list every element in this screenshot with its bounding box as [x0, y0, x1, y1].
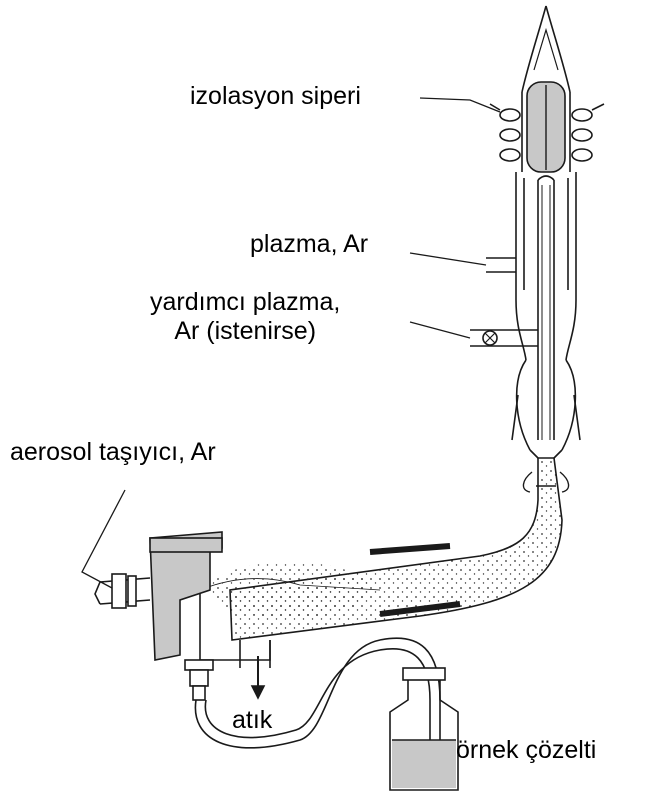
load-coil — [490, 82, 604, 172]
label-auxiliary-line2: Ar (istenirse) — [150, 317, 340, 346]
auxiliary-gas-port — [470, 330, 538, 346]
label-sample-solution: örnek çözelti — [456, 736, 596, 765]
label-auxiliary-line1: yardımcı plazma, — [150, 288, 340, 317]
torch-body — [512, 172, 580, 458]
sample-bottle — [390, 668, 458, 790]
plasma-flame — [522, 6, 570, 92]
label-aerosol-carrier: aerosol taşıyıcı, Ar — [10, 438, 216, 467]
label-waste: atık — [232, 706, 272, 735]
plasma-gas-port — [486, 258, 516, 272]
nebulizer — [95, 532, 222, 700]
label-isolation-shield: izolasyon siperi — [190, 82, 361, 111]
label-auxiliary-plasma: yardımcı plazma, Ar (istenirse) — [150, 288, 340, 346]
label-plasma-gas: plazma, Ar — [250, 230, 368, 259]
